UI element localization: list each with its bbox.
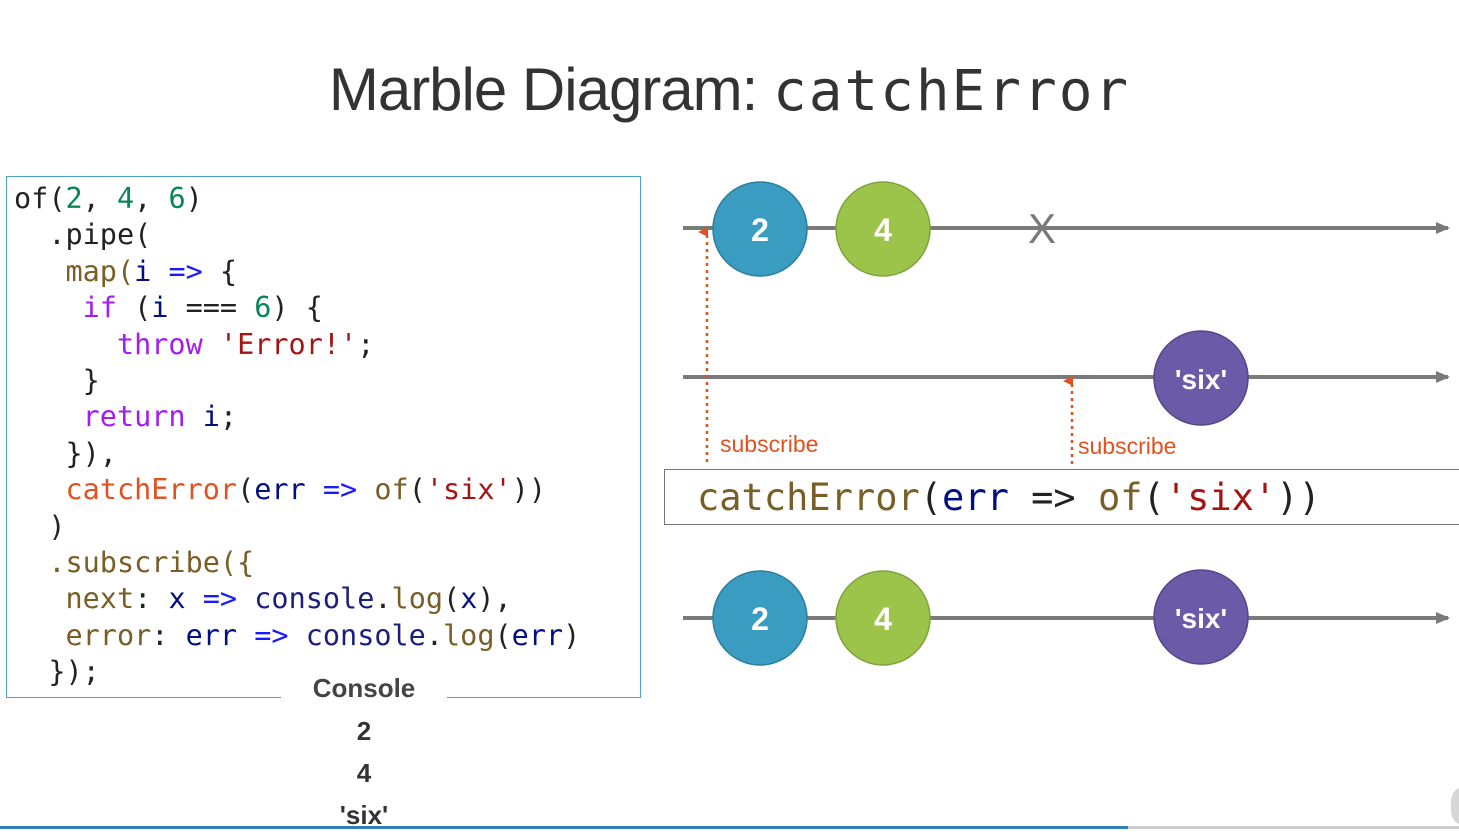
console-line: 4 — [356, 758, 372, 788]
code-line-4: if (i === 6) { — [14, 291, 323, 325]
code-line-13: error: err => console.log(err) — [14, 618, 581, 652]
code-line-9: catchError(err => of('six')) — [14, 473, 546, 507]
marble-circle — [712, 181, 808, 277]
progress-bar[interactable] — [0, 826, 1128, 829]
marble-label: 'six' — [1175, 364, 1227, 395]
marble-circle — [1153, 569, 1249, 665]
code-block: of(2, 4, 6) .pipe( map(i => { if (i === … — [14, 181, 580, 691]
marble-label: 'six' — [1175, 603, 1227, 634]
subscribe-label: subscribe — [720, 431, 818, 457]
slide-title: Marble Diagram: catchError — [0, 55, 1459, 124]
operator-box: catchError(err => of('six')) — [664, 469, 1459, 525]
marble-label: 4 — [874, 601, 892, 637]
code-line-10: ) — [14, 509, 66, 543]
corner-button[interactable] — [1451, 786, 1459, 826]
code-line-8: }), — [14, 436, 117, 470]
marble-circle — [712, 570, 808, 666]
marble-circle — [835, 570, 931, 666]
console-line: 'six' — [339, 800, 389, 830]
marble-circle — [835, 181, 931, 277]
progress-track[interactable] — [1128, 826, 1459, 829]
console-label: Console — [281, 672, 447, 704]
code-line-5: throw 'Error!'; — [14, 327, 375, 361]
code-line-2: .pipe( — [14, 218, 152, 252]
code-line-12: next: x => console.log(x), — [14, 582, 512, 616]
code-line-11: .subscribe({ — [14, 546, 255, 580]
title-prefix: Marble Diagram: — [328, 56, 773, 123]
code-line-3: map(i => { — [14, 254, 238, 288]
code-line-14: }); — [14, 655, 100, 689]
marble-label: 4 — [874, 212, 892, 248]
marble-label: 2 — [751, 212, 769, 248]
marble-label: 2 — [751, 601, 769, 637]
marble-circle — [1153, 330, 1249, 426]
code-line-1: of(2, 4, 6) — [14, 182, 203, 215]
console-line: 2 — [356, 716, 372, 746]
error-mark: X — [1028, 205, 1056, 252]
code-line-6: } — [14, 364, 100, 398]
code-line-7: return i; — [14, 400, 238, 434]
subscribe-label: subscribe — [1078, 433, 1176, 459]
title-operator: catchError — [772, 59, 1131, 124]
